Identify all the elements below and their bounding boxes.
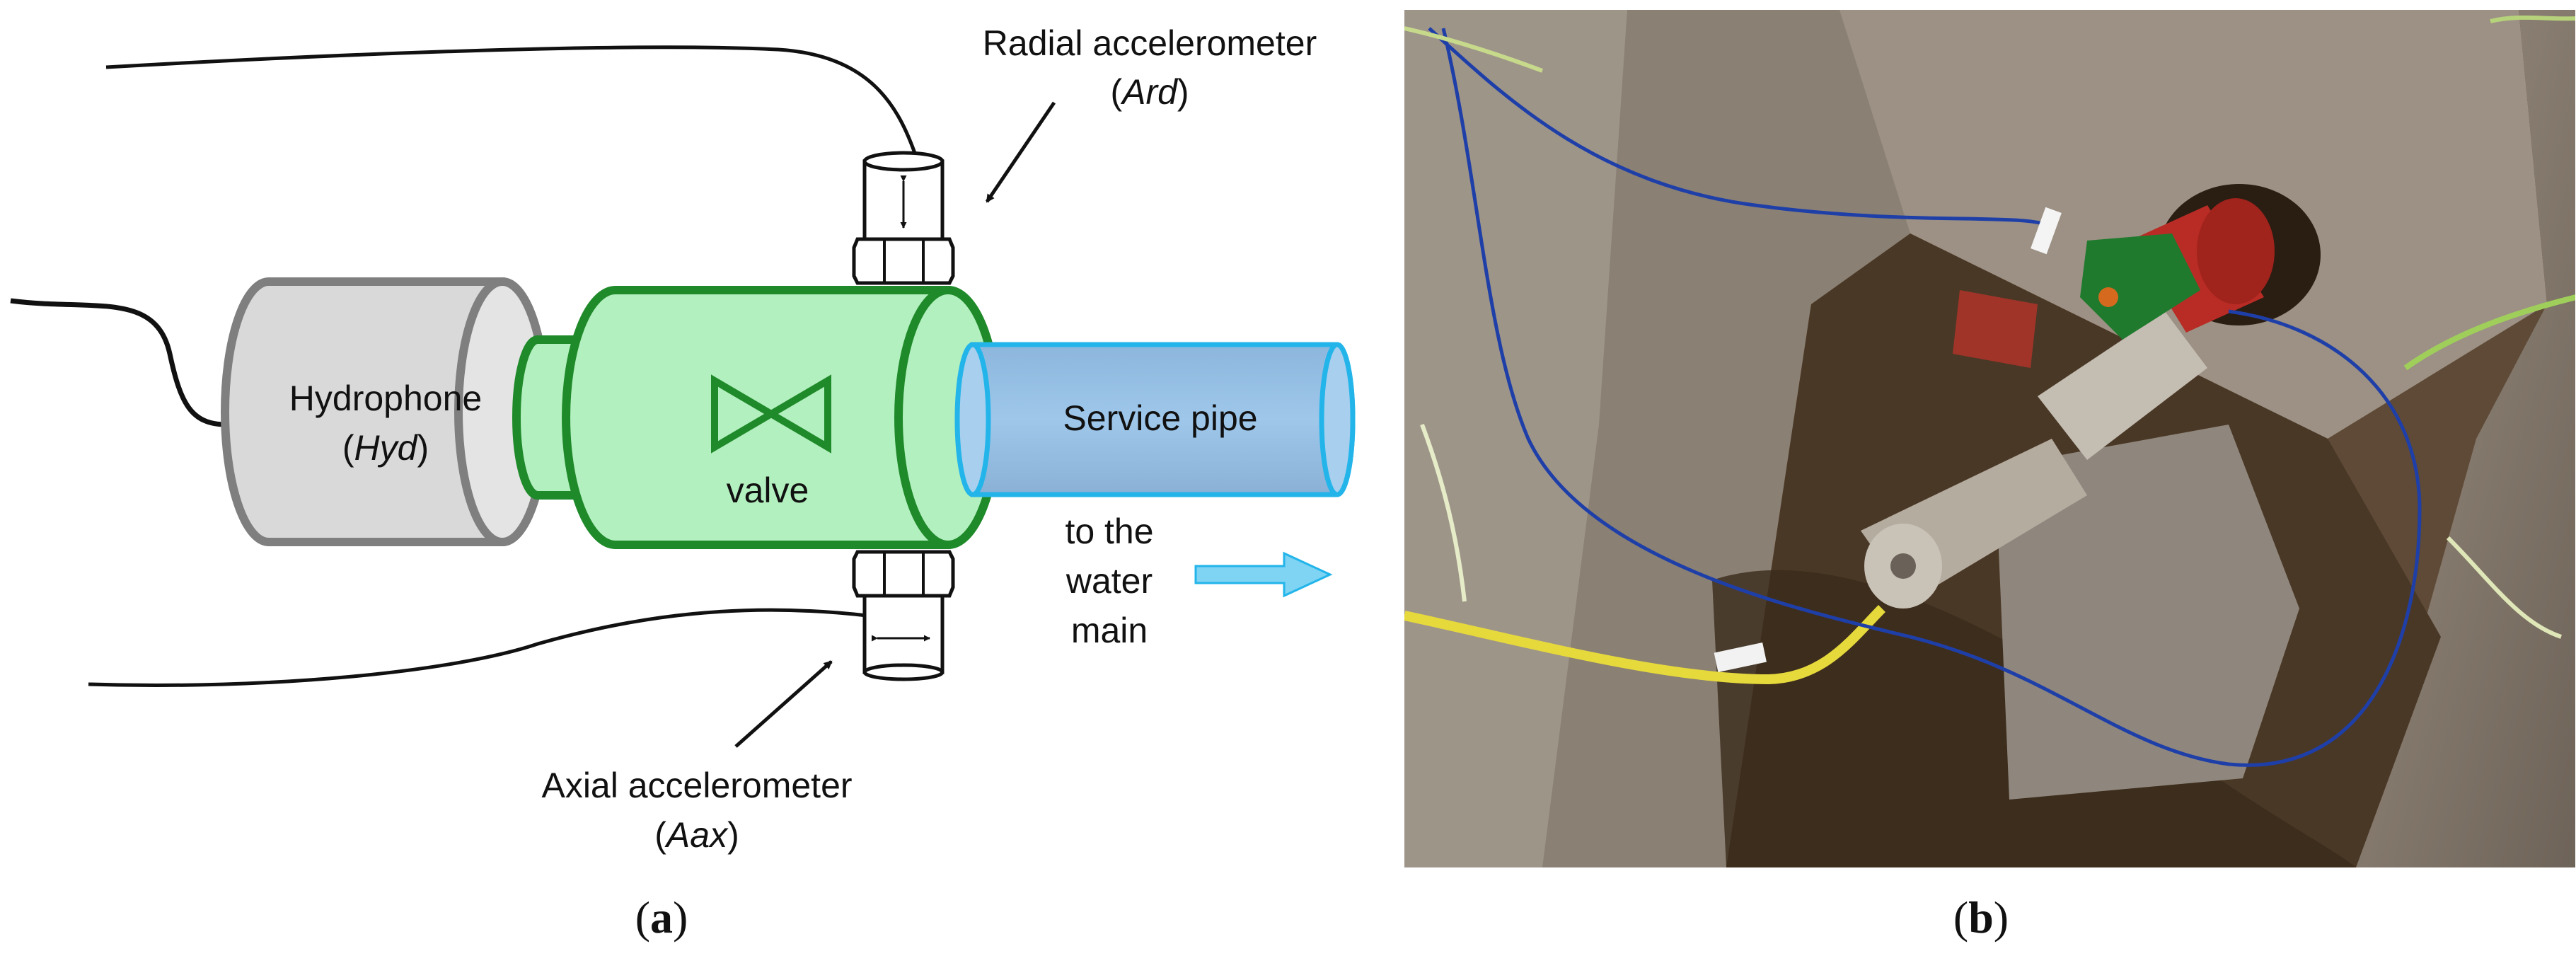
service-pipe	[954, 342, 1356, 497]
radial-accelerometer-label: Radial accelerometer	[983, 23, 1317, 63]
water-main-label-3: main	[1071, 611, 1148, 650]
panel-b-caption: (b)	[1953, 892, 2009, 942]
valve-symbol-icon	[711, 374, 831, 454]
panel-a-diagram: Radial accelerometer (Ard) Hydrophone (H…	[10, 23, 1356, 942]
axial-accelerometer-cable	[88, 608, 867, 687]
radial-accelerometer-symbol: (Ard)	[1110, 72, 1189, 112]
axial-pointer-arrow	[734, 660, 833, 748]
radial-pointer-arrow	[985, 101, 1056, 203]
radial-accelerometer	[852, 151, 955, 285]
panel-b-photo: (b)	[1404, 10, 2575, 942]
panel-a-caption: (a)	[635, 892, 688, 942]
axial-accelerometer	[852, 550, 955, 681]
water-main-label-1: to the	[1065, 512, 1153, 551]
hydrophone-symbol: (Hyd)	[342, 428, 429, 468]
radial-accelerometer-cable	[105, 45, 918, 158]
axial-accelerometer-symbol: (Aax)	[654, 815, 739, 855]
hydrophone-label: Hydrophone	[289, 379, 482, 418]
valve-label: valve	[727, 471, 809, 510]
hydrophone-cable	[10, 298, 227, 427]
service-pipe-label: Service pipe	[1063, 398, 1257, 438]
flow-arrow-icon	[1194, 551, 1333, 598]
axial-accelerometer-label: Axial accelerometer	[541, 766, 852, 805]
water-main-label-2: water	[1065, 561, 1153, 601]
